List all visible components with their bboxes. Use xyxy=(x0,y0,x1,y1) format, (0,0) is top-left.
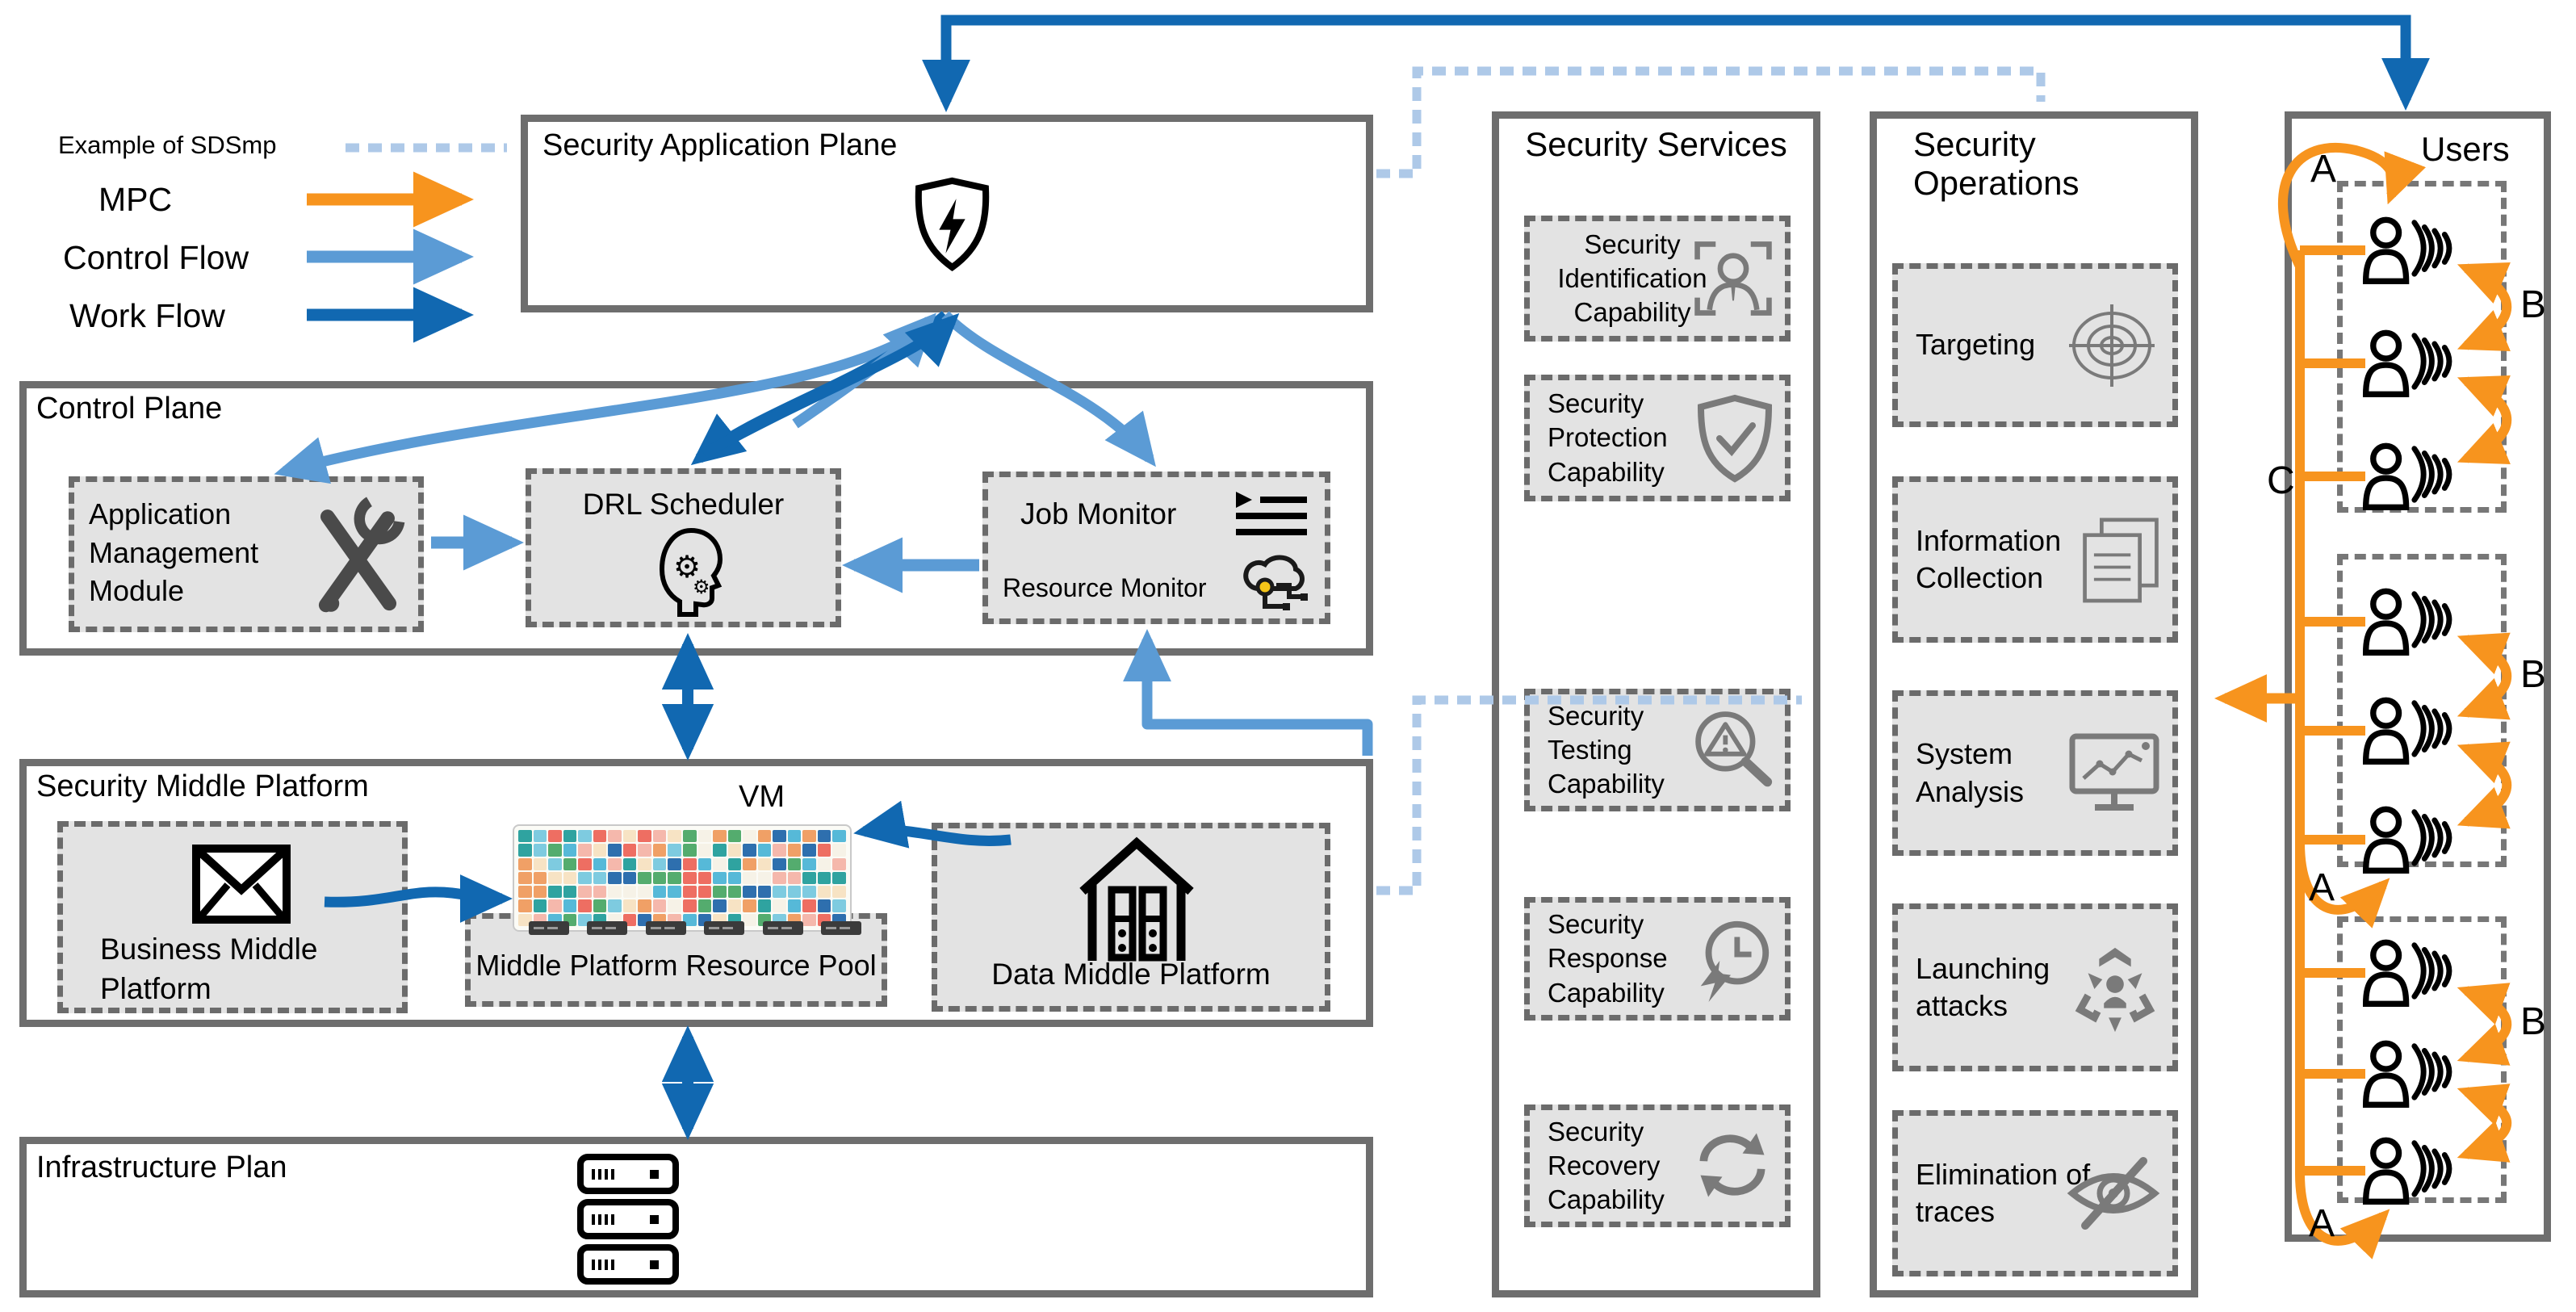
server-stack-icon xyxy=(577,1154,679,1285)
tools-icon xyxy=(318,497,405,613)
legend-control-flow-label: Control Flow xyxy=(63,239,249,276)
label-a-1: A xyxy=(2310,148,2337,191)
resource-pool-label: Middle Platform Resource Pool xyxy=(475,949,877,982)
application-management-label: Application Management Module xyxy=(89,497,259,608)
drl-scheduler-module: DRL Scheduler ⚙ ⚙ xyxy=(526,468,841,627)
envelope-icon xyxy=(192,845,291,924)
label-b-3: B xyxy=(2520,1000,2547,1043)
business-middle-platform-label: Business Middle Platform xyxy=(100,933,318,1005)
magnifier-warning-icon xyxy=(1695,711,1773,787)
data-middle-platform-label: Data Middle Platform xyxy=(991,958,1271,991)
service-box-testing: Security Testing Capability xyxy=(1524,689,1791,811)
users-title: Users xyxy=(2421,130,2510,168)
legend-work-flow-label: Work Flow xyxy=(69,297,225,334)
security-services-title: Security Services xyxy=(1525,125,1787,163)
target-icon xyxy=(2069,304,2155,387)
service-box-recovery: Security Recovery Capability xyxy=(1524,1105,1791,1227)
cloud-resource-icon xyxy=(1243,555,1308,610)
ops-box-elimination-of-traces: Elimination of traces xyxy=(1892,1110,2178,1276)
legend-sdsmp-label: Example of SDSmp xyxy=(58,131,277,159)
ops-elimination-label: Elimination of traces xyxy=(1916,1157,2091,1228)
resource-monitor-label: Resource Monitor xyxy=(1003,573,1207,602)
ops-information-label: Information Collection xyxy=(1916,523,2062,594)
user-group-icon xyxy=(2361,586,2457,660)
monitor-chart-icon xyxy=(2069,733,2159,811)
drl-scheduler-label: DRL Scheduler xyxy=(582,488,785,521)
service-recovery-label: Security Recovery Capability xyxy=(1548,1116,1665,1215)
ops-box-launching-attacks: Launching attacks xyxy=(1892,903,2178,1071)
clock-bolt-icon xyxy=(1700,920,1770,1002)
user-group-icon xyxy=(2361,441,2457,515)
label-b-1: B xyxy=(2520,283,2547,326)
user-group-icon xyxy=(2361,937,2457,1012)
user-group-icon xyxy=(2361,804,2457,878)
security-application-plane: Security Application Plane xyxy=(521,115,1373,312)
label-a-2: A xyxy=(2309,866,2335,909)
user-group-icon xyxy=(2361,328,2457,402)
ops-launching-label: Launching attacks xyxy=(1916,951,2050,1022)
svg-text:⚙: ⚙ xyxy=(673,551,701,585)
application-plane-title: Security Application Plane xyxy=(542,128,898,162)
security-operations-title: Security Operations xyxy=(1913,125,2080,202)
user-group-icon xyxy=(2361,1135,2457,1209)
user-group-icon xyxy=(2361,215,2457,289)
service-box-response: Security Response Capability xyxy=(1524,897,1791,1021)
eye-slash-icon xyxy=(2067,1157,2160,1230)
shield-check-icon xyxy=(1697,394,1773,483)
service-protection-label: Security Protection Capability xyxy=(1548,388,1668,487)
business-middle-platform: Business Middle Platform xyxy=(57,821,408,1013)
user-group-icon xyxy=(2361,1038,2457,1113)
vm-mosaic xyxy=(513,824,852,932)
documents-icon xyxy=(2083,518,2159,603)
server-chip-row xyxy=(529,921,861,935)
service-box-protection: Security Protection Capability xyxy=(1524,375,1791,501)
svg-text:⚙: ⚙ xyxy=(693,576,710,598)
playlist-icon xyxy=(1236,492,1307,535)
ops-analysis-label: System Analysis xyxy=(1916,737,2025,808)
data-middle-platform: Data Middle Platform xyxy=(932,823,1330,1012)
legend-mpc-label: MPC xyxy=(98,181,173,218)
recovery-cycle-icon xyxy=(1699,1133,1766,1197)
ops-box-system-analysis: System Analysis xyxy=(1892,690,2178,856)
label-a-3: A xyxy=(2309,1202,2335,1245)
job-monitor-label: Job Monitor xyxy=(1020,497,1177,530)
service-identification-label: Security Identification Capability xyxy=(1557,228,1707,328)
infrastructure-plan: Infrastructure Plan xyxy=(19,1137,1373,1297)
label-c: C xyxy=(2267,459,2295,502)
vm-label: VM xyxy=(739,780,785,814)
middle-platform-title: Security Middle Platform xyxy=(36,769,369,803)
user-group-icon xyxy=(2361,695,2457,769)
application-management-module: Application Management Module xyxy=(69,476,424,632)
ops-box-targeting: Targeting xyxy=(1892,263,2178,427)
ops-box-information-collection: Information Collection xyxy=(1892,476,2178,643)
flow-smp-to-jobmonitor xyxy=(1123,629,1373,756)
warehouse-icon xyxy=(1079,836,1194,962)
infrastructure-title: Infrastructure Plan xyxy=(36,1151,287,1184)
ops-targeting-label: Targeting xyxy=(1916,328,2036,362)
label-b-2: B xyxy=(2520,653,2547,696)
service-box-identification: Security Identification Capability xyxy=(1524,216,1791,342)
job-monitor-module: Job Monitor Resource Monitor xyxy=(982,472,1330,624)
control-plane-title: Control Plane xyxy=(36,392,223,425)
service-response-label: Security Response Capability xyxy=(1548,909,1668,1008)
workflow-top-line xyxy=(922,15,2430,112)
attack-person-icon xyxy=(2075,947,2155,1033)
identification-icon xyxy=(1694,241,1772,316)
brain-gears-icon: ⚙ ⚙ xyxy=(659,527,723,617)
shield-bolt-icon xyxy=(915,177,990,272)
